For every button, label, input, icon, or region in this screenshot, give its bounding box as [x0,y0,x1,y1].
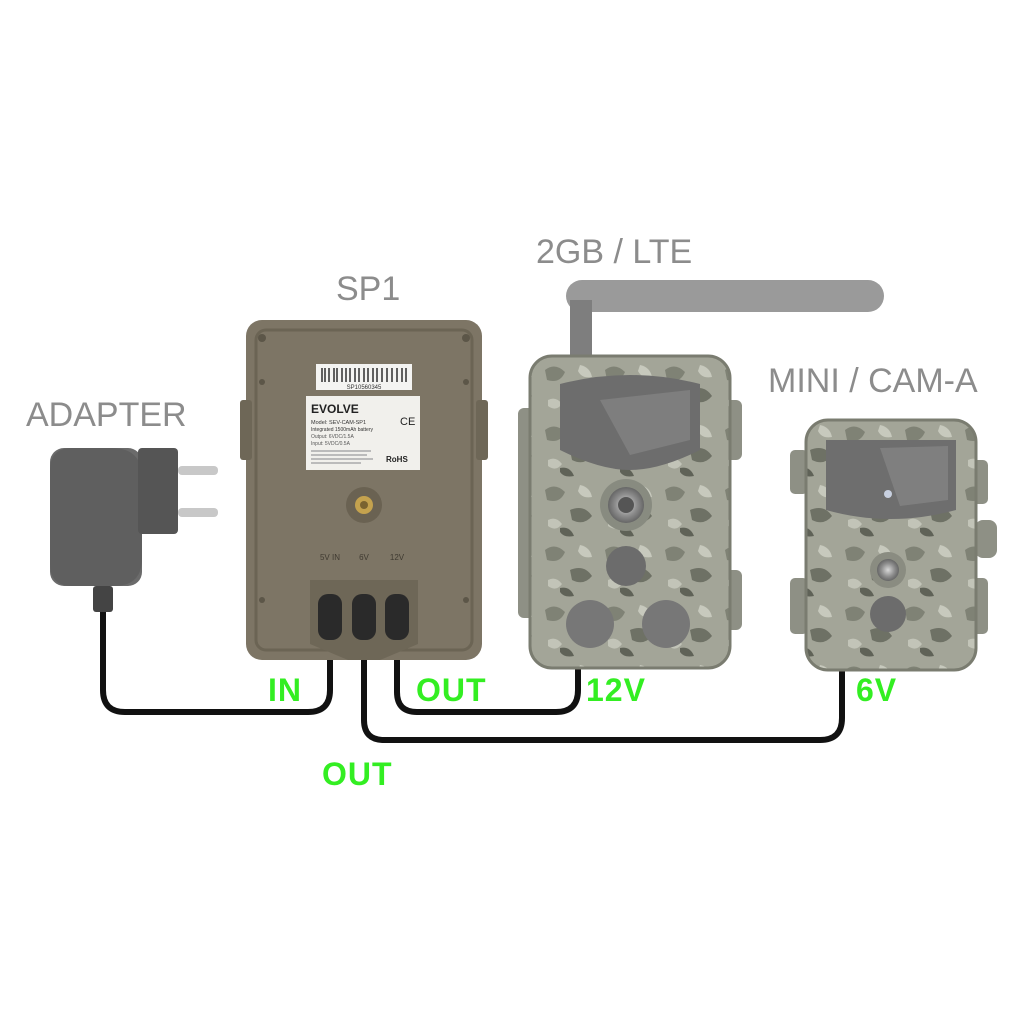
port-mark-5v-in: 5V IN [320,553,340,562]
power-adapter-icon [50,448,218,612]
port-label-in: IN [268,672,302,708]
cable-sp1-to-12v [394,627,581,715]
cable-sp1-to-6v [361,627,845,743]
lte-label: 2GB / LTE [536,233,693,271]
cable-adapter-to-sp1-in [100,607,333,715]
port-in [318,594,342,640]
spec-battery: Integrated 1500mAh battery [311,427,373,433]
spec-brand: EVOLVE [311,402,359,416]
antenna-icon [566,280,884,360]
sp1-label: SP1 [336,270,401,308]
barcode-text: SP10560345 [347,385,382,391]
port-label-6v: 6V [856,672,898,708]
port-mark-6v: 6V [359,553,369,562]
sp1-power-unit: SP10560345 EVOLVE Model: SEV-CAM-SP1 Int… [240,320,488,660]
ce-mark: CE [400,416,415,428]
port-label-12v: 12V [586,672,646,708]
port-mark-12v: 12V [390,553,405,562]
port-label-out-12v: OUT [416,672,487,708]
lte-camera [518,280,884,670]
port-label-out-6v: OUT [322,756,393,792]
rohs-mark: RoHS [386,455,408,464]
mini-label: MINI / CAM-A [768,362,978,400]
port-out-12v [385,594,409,640]
spec-input: Input: 5VDC/0.5A [311,441,351,447]
cables [100,607,845,743]
spec-output: Output: 6VDC/1.5A [311,434,354,440]
port-out-6v [352,594,376,640]
adapter-label: ADAPTER [26,396,187,434]
mini-camera [790,418,997,672]
tripod-mount-icon [346,487,382,523]
spec-model: Model: SEV-CAM-SP1 [311,420,366,426]
spec-label [306,396,420,470]
